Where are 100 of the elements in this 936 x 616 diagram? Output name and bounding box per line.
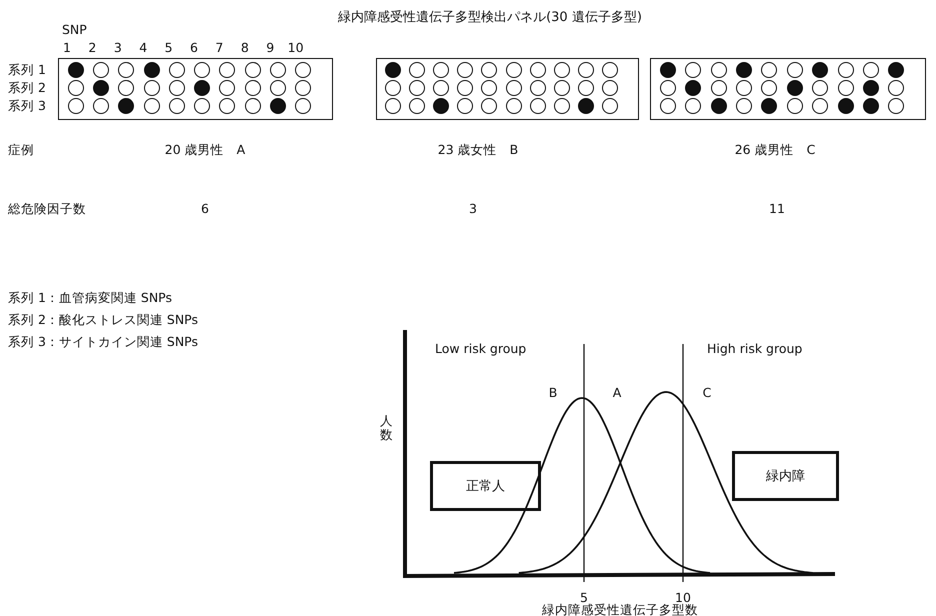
filled-circle (761, 98, 778, 114)
row-label: 系列 3 (8, 98, 46, 113)
row-label: 系列 2 (8, 80, 46, 95)
case-label: 20 歳男性 A (164, 142, 246, 157)
column-number: 4 (139, 40, 148, 55)
box-label: 正常人 (466, 478, 505, 495)
empty-circle (554, 98, 570, 114)
empty-circle (761, 80, 778, 96)
empty-circle (578, 62, 594, 78)
column-number: 1 (63, 40, 71, 55)
empty-circle (385, 98, 402, 114)
empty-circle (481, 80, 498, 96)
empty-circle (660, 98, 676, 114)
column-number: 10 (288, 40, 304, 55)
empty-circle (433, 62, 450, 78)
filled-circle (270, 98, 286, 114)
empty-circle (530, 98, 546, 114)
empty-circle (219, 98, 236, 114)
empty-circle (685, 98, 702, 114)
curve-label: C (702, 385, 712, 400)
axis-title: 緑内障感受性遺伝子多型数 (542, 602, 698, 616)
curve-label: A (612, 385, 622, 400)
filled-circle (888, 62, 904, 78)
title: 緑内障感受性遺伝子多型検出パネル(30 遺伝子多型) (338, 10, 642, 26)
empty-circle (270, 80, 286, 96)
column-number: 5 (164, 40, 173, 55)
filled-circle (385, 62, 402, 78)
empty-circle (409, 62, 426, 78)
filled-circle (68, 62, 84, 78)
empty-circle (761, 62, 778, 78)
axis-title: 人数 (380, 414, 392, 442)
empty-circle (219, 80, 236, 96)
empty-circle (409, 98, 426, 114)
empty-circle (295, 62, 312, 78)
filled-circle (433, 98, 450, 114)
legend-note: 系列 1：血管病変関連 SNPs (8, 290, 172, 305)
empty-circle (506, 62, 522, 78)
empty-circle (481, 98, 498, 114)
tick-label: 10 (675, 590, 691, 605)
empty-circle (295, 98, 312, 114)
empty-circle (168, 98, 185, 114)
column-number: 8 (240, 40, 249, 55)
empty-circle (457, 98, 474, 114)
filled-circle (660, 62, 676, 78)
empty-circle (530, 80, 546, 96)
empty-circle (602, 80, 618, 96)
empty-circle (736, 80, 752, 96)
empty-circle (736, 98, 752, 114)
legend-note: 系列 2：酸化ストレス関連 SNPs (8, 312, 198, 327)
label-box (732, 451, 839, 501)
empty-circle (530, 62, 546, 78)
column-number: 9 (266, 40, 274, 55)
column-number: 7 (215, 40, 224, 55)
empty-circle (270, 62, 286, 78)
snp-panel (376, 58, 639, 120)
filled-circle (118, 98, 134, 114)
empty-circle (168, 80, 185, 96)
empty-circle (219, 62, 236, 78)
empty-circle (92, 98, 109, 114)
empty-circle (506, 98, 522, 114)
column-number: 2 (88, 40, 96, 55)
empty-circle (92, 62, 109, 78)
label-box (430, 461, 541, 511)
empty-circle (244, 62, 261, 78)
curve-label: B (548, 385, 558, 400)
filled-circle (710, 98, 726, 114)
empty-circle (812, 98, 828, 114)
empty-circle (710, 62, 726, 78)
empty-circle (602, 98, 618, 114)
empty-circle (295, 80, 312, 96)
empty-circle (385, 80, 402, 96)
box-label: 緑内障 (766, 468, 805, 485)
empty-circle (660, 80, 676, 96)
empty-circle (602, 62, 618, 78)
empty-circle (786, 62, 803, 78)
empty-circle (68, 98, 84, 114)
row-heading: 症例 (8, 142, 34, 157)
legend-note: 系列 3：サイトカイン関連 SNPs (8, 334, 198, 349)
risk-count: 11 (769, 201, 785, 216)
filled-circle (786, 80, 803, 96)
filled-circle (838, 98, 854, 114)
empty-circle (578, 80, 594, 96)
empty-circle (118, 80, 134, 96)
tick-label: 5 (580, 590, 588, 605)
empty-circle (786, 98, 803, 114)
filled-circle (862, 98, 879, 114)
risk-count: 6 (201, 201, 209, 216)
empty-circle (168, 62, 185, 78)
empty-circle (144, 98, 160, 114)
filled-circle (92, 80, 109, 96)
column-number: 6 (190, 40, 198, 55)
empty-circle (838, 80, 854, 96)
column-number: 3 (114, 40, 122, 55)
empty-circle (194, 98, 210, 114)
empty-circle (888, 80, 904, 96)
empty-circle (481, 62, 498, 78)
filled-circle (578, 98, 594, 114)
filled-circle (685, 80, 702, 96)
empty-circle (862, 62, 879, 78)
empty-circle (457, 80, 474, 96)
